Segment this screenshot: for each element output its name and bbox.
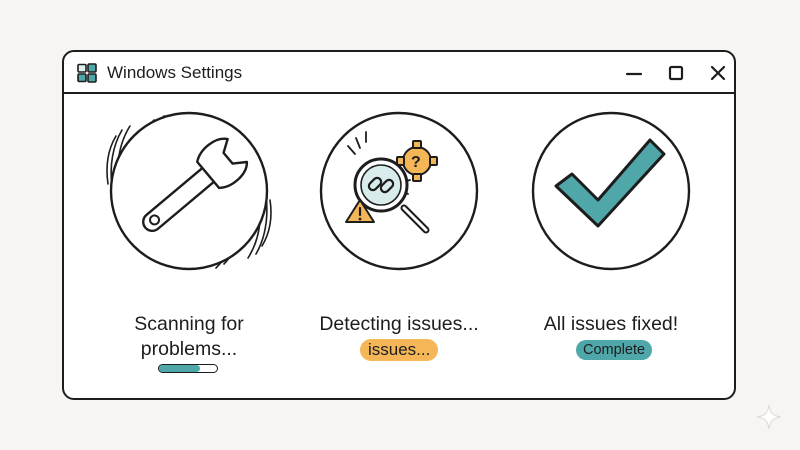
window-title: Windows Settings bbox=[107, 63, 243, 82]
scan-progress-fill bbox=[159, 365, 200, 372]
magnifier-illustration: ? bbox=[304, 96, 494, 286]
detecting-label: Detecting issues... bbox=[319, 313, 479, 335]
scan-progress-bar bbox=[158, 364, 218, 373]
step-scanning: Scanning for problems... bbox=[84, 94, 294, 398]
svg-text:?: ? bbox=[411, 154, 421, 171]
fixed-label: All issues fixed! bbox=[543, 313, 679, 335]
checkmark-illustration bbox=[516, 96, 706, 286]
issues-badge: issues... bbox=[360, 339, 439, 361]
windows-logo-icon bbox=[77, 63, 97, 83]
minimize-button[interactable] bbox=[622, 61, 646, 85]
close-icon bbox=[710, 65, 726, 81]
maximize-icon bbox=[668, 65, 684, 81]
maximize-button[interactable] bbox=[664, 61, 688, 85]
step-fixed: All issues fixed! Complete bbox=[506, 94, 716, 398]
settings-window: Windows Settings bbox=[62, 50, 736, 400]
title-bar: Windows Settings bbox=[64, 52, 734, 94]
scanning-label: Scanning for problems... bbox=[134, 313, 244, 360]
minimize-icon bbox=[625, 72, 643, 76]
checkmark-icon bbox=[554, 138, 666, 228]
complete-badge: Complete bbox=[576, 340, 653, 360]
gear-icon: ? bbox=[396, 140, 438, 182]
step-detecting: ? bbox=[294, 94, 504, 398]
close-button[interactable] bbox=[706, 61, 730, 85]
sparkle-icon bbox=[756, 404, 782, 430]
wrench-illustration bbox=[94, 96, 284, 286]
warning-icon bbox=[345, 199, 375, 223]
